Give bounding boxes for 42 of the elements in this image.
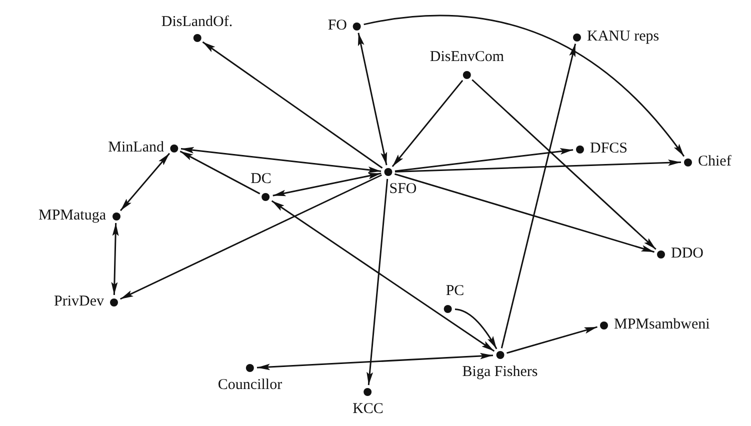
arrow [394,159,682,173]
node-label: Councillor [218,378,282,393]
arrow [120,152,170,212]
arrow [180,147,382,173]
arrow [392,80,464,168]
arrow [472,79,656,250]
arrow [111,222,119,296]
arrow [500,44,576,348]
arrow [394,173,655,253]
arrow [180,150,260,194]
arrow [272,172,382,196]
arrow [271,200,495,352]
node-label: DisLandOf. [161,15,233,30]
node-label: KANU reps [587,30,660,44]
arrow [256,352,494,370]
node-label: PrivDev [54,294,104,310]
arrow [394,148,574,172]
node-label: Biga Fishers [462,365,538,380]
node-label: DisEnvCom [430,50,504,65]
arrow [120,174,382,300]
network-node [38,208,120,224]
arrow [366,178,388,386]
network-node [430,50,504,79]
node-label: DDO [671,246,704,262]
arrow [358,32,388,166]
arrow [202,41,383,169]
node-label: FO [328,18,347,34]
node-label: MPMsambweni [614,318,710,332]
node-label: SFO [389,182,417,197]
node-label: Chief [698,154,732,170]
node-label: DFCS [590,142,628,156]
network-node [462,351,538,380]
node-label: MinLand [108,140,164,156]
node-label: PC [446,284,464,299]
node-label: KCC [352,402,384,417]
arrow [506,326,598,354]
network-node [573,30,660,44]
arrow [454,308,498,350]
arrow [364,15,685,157]
node-label: MPMatuga [38,208,106,224]
node-label: DC [250,172,272,187]
network-node [161,15,233,42]
